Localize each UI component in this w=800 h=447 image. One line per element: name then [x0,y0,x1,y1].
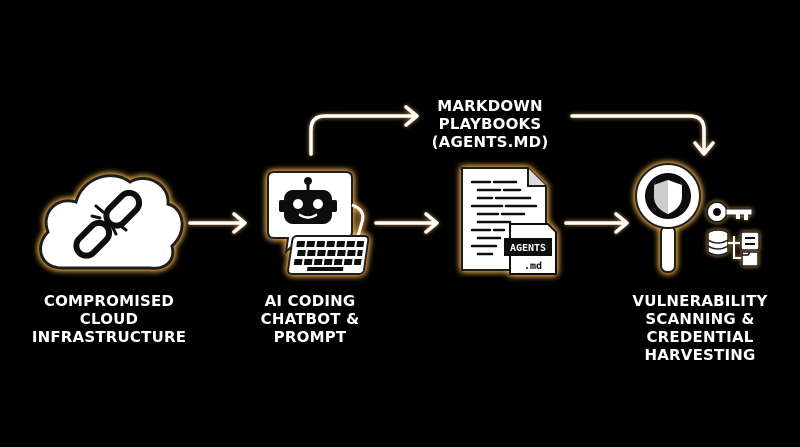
robot-chat-keyboard-icon [267,171,370,275]
markdown-document-icon: AGENTS .md [461,167,557,275]
agents-file-ext: .md [524,261,542,272]
label-compromised-cloud: COMPROMISED CLOUD INFRASTRUCTURE [31,292,187,346]
label-markdown-playbooks: MARKDOWN PLAYBOOKS (AGENTS.MD) [431,97,549,151]
arrow-chatbot-to-playbook [374,212,439,234]
key-icon [706,201,753,223]
label-ai-coding-chatbot: AI CODING CHATBOT & PROMPT [260,292,360,346]
database-icon [707,229,760,267]
arrow-label-down-to-vuln [570,114,715,156]
broken-chain-cloud-icon [39,174,184,270]
arrow-chatbot-over-to-label [309,105,419,156]
agents-file-label: AGENTS [510,243,546,254]
magnifier-shield-key-database-icon [635,163,701,273]
arrow-playbook-to-vuln [564,212,629,234]
arrow-cloud-to-chatbot [188,212,247,234]
label-vulnerability-scanning: VULNERABILITY SCANNING & CREDENTIAL HARV… [632,292,768,364]
